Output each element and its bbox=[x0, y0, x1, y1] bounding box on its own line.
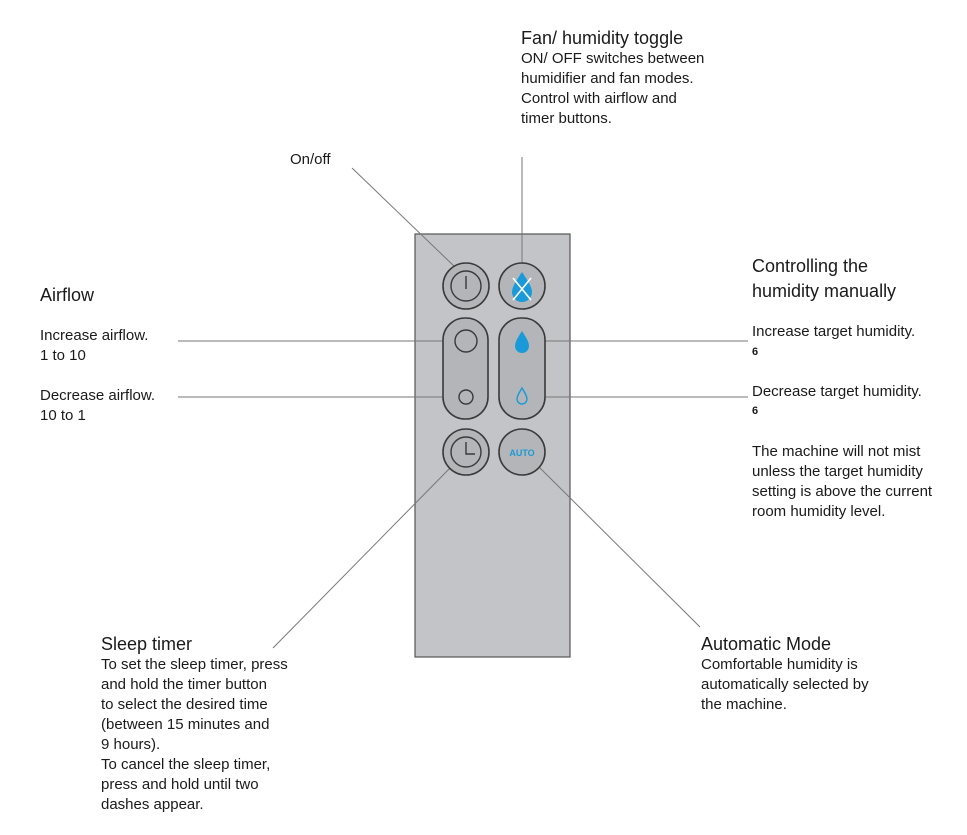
auto-mode-description: Comfortable humidity is automatically se… bbox=[701, 656, 869, 713]
airflow-title: Airflow bbox=[40, 285, 95, 305]
sleep-timer-button[interactable] bbox=[442, 428, 490, 476]
auto-label: AUTO bbox=[509, 448, 534, 458]
airflow-decrease-icon bbox=[458, 389, 474, 405]
fan-toggle-description: ON/ OFF switches between humidifier and … bbox=[521, 50, 705, 127]
leader-auto-mode bbox=[537, 465, 701, 628]
leader-onoff bbox=[351, 167, 457, 269]
humidity-increase-icon bbox=[515, 331, 529, 353]
humidity-title: Controlling the humidity manually bbox=[752, 256, 897, 301]
auto-mode-title: Automatic Mode bbox=[701, 634, 832, 654]
humidity-increase-glyph: 6 bbox=[752, 346, 759, 358]
onoff-label: On/off bbox=[290, 151, 331, 168]
humidity-decrease-icon bbox=[516, 386, 528, 405]
sleep-timer-description: To set the sleep timer, press and hold t… bbox=[101, 656, 288, 813]
humidity-decrease-glyph: 6 bbox=[752, 405, 759, 417]
humidity-rocker-button[interactable] bbox=[498, 317, 546, 420]
airflow-decrease-label: Decrease airflow. 10 to 1 bbox=[40, 387, 156, 424]
airflow-increase-icon bbox=[454, 329, 478, 353]
clock-icon bbox=[450, 436, 482, 468]
auto-mode-button[interactable]: AUTO bbox=[498, 428, 546, 476]
airflow-rocker-button[interactable] bbox=[442, 317, 489, 420]
fan-toggle-title: Fan/ humidity toggle bbox=[521, 28, 684, 48]
remote-body bbox=[414, 233, 571, 658]
fan-humidity-toggle-button[interactable] bbox=[498, 262, 546, 310]
humidity-decrease-label: Decrease target humidity. bbox=[752, 383, 922, 400]
leader-sleep-timer bbox=[272, 465, 453, 649]
power-button[interactable] bbox=[442, 262, 490, 310]
airflow-increase-label: Increase airflow. 1 to 10 bbox=[40, 327, 149, 364]
sleep-timer-title: Sleep timer bbox=[101, 634, 193, 654]
humidity-increase-label: Increase target humidity. bbox=[752, 323, 916, 340]
humidity-note: The machine will not mist unless the tar… bbox=[752, 443, 933, 520]
